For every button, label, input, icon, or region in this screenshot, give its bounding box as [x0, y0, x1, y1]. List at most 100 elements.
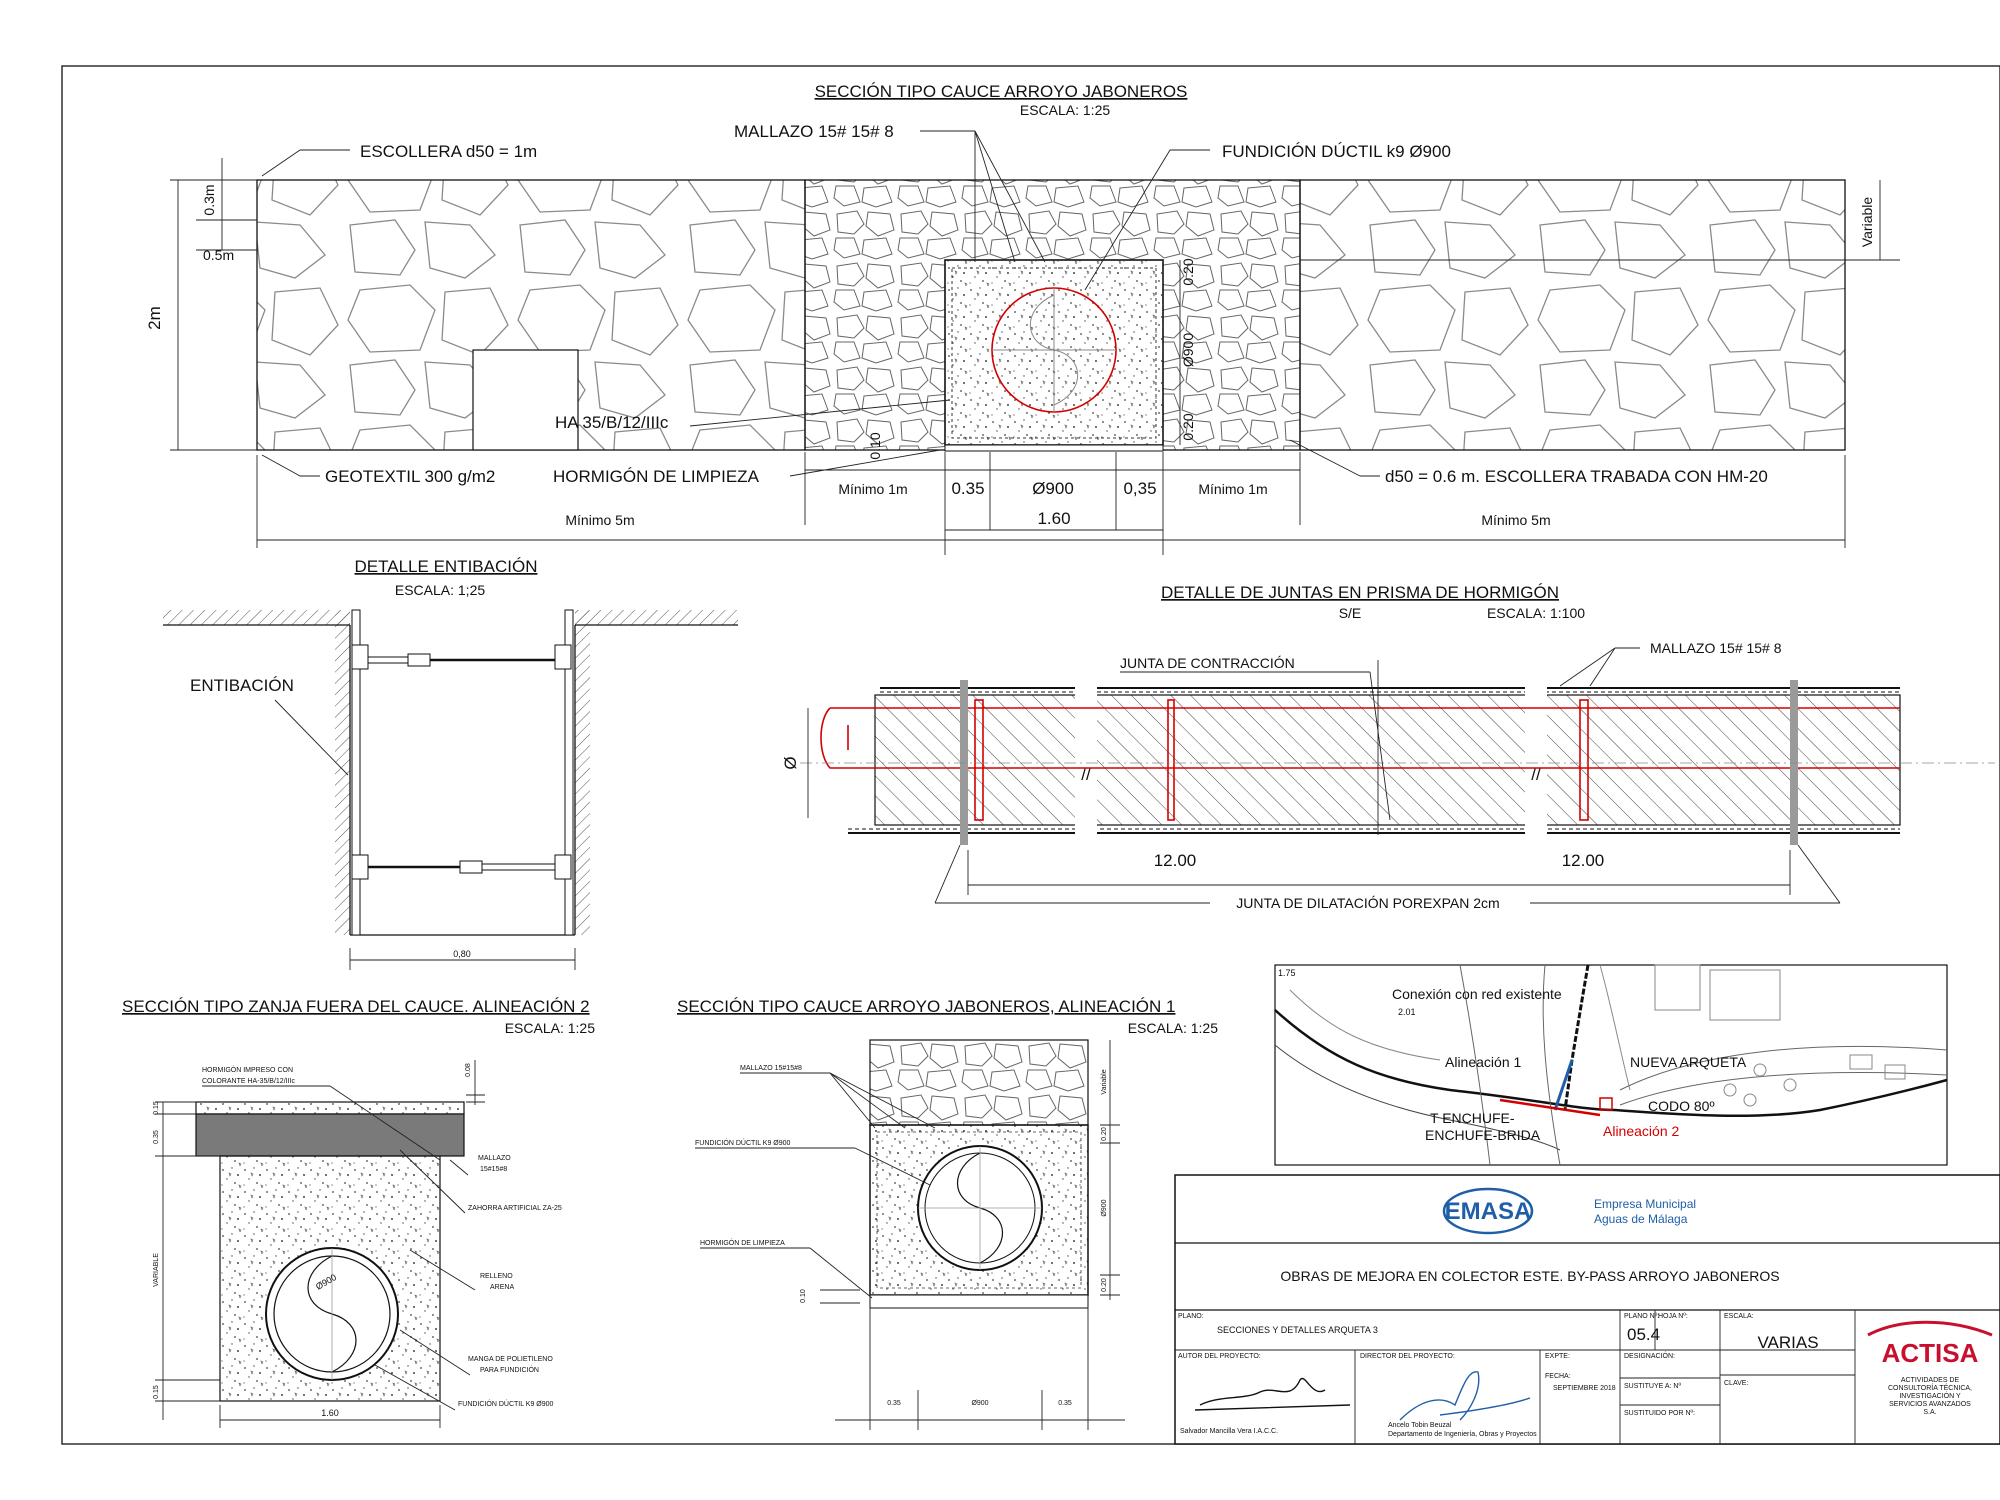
actisa-name: ACTISA [1882, 1338, 1979, 1368]
zanja-mallazo-1: MALLAZO [478, 1155, 511, 1162]
zanja-zahorra: ZAHORRA ARTIFICIAL ZA-25 [468, 1205, 562, 1212]
director-name-1: Ancelo Tobin Beuzal [1388, 1422, 1452, 1429]
map-enchufe-2: ENCHUFE-BRIDA [1425, 1127, 1541, 1143]
dim-03m: 0.3m [201, 184, 217, 215]
map-codo: CODO 80º [1648, 1098, 1715, 1114]
mallazo-label: MALLAZO 15# 15# 8 [734, 122, 894, 141]
fecha-lbl: FECHA: [1545, 1373, 1571, 1380]
alin1-fundicion: FUNDICIÓN DÚCTIL K9 Ø900 [695, 1138, 791, 1147]
zanja-d015-top: 0.15 [153, 1101, 160, 1115]
juntas-se: S/E [1339, 605, 1362, 621]
sheet-border [61, 65, 2000, 1445]
actisa-sub-3: INVESTIGACIÓN Y [1899, 1391, 1961, 1400]
alin1-d035-right: 0.35 [1058, 1400, 1072, 1407]
fecha-value: SEPTIEMBRE 2018 [1553, 1385, 1616, 1392]
dim-min5-left: Mínimo 5m [565, 512, 634, 528]
alin1-d010: 0.10 [800, 1289, 807, 1303]
zanja-manga-2: PARA FUNDICIÓN [480, 1365, 539, 1374]
zanja-hormigon-2: COLORANTE HA-35/B/12/IIIc [202, 1078, 295, 1085]
clave-lbl: CLAVE: [1724, 1380, 1748, 1387]
juntas-diam: Ø [781, 756, 800, 769]
director-name-2: Departamento de Ingeniería, Obras y Proy… [1388, 1431, 1537, 1438]
plano-number: 05.4 [1627, 1325, 1660, 1344]
dim-min5-right: Mínimo 5m [1481, 512, 1550, 528]
escollera-label: ESCOLLERA d50 = 1m [360, 142, 537, 161]
zanja-relleno-1: RELLENO [480, 1273, 513, 1280]
cauce-alin1-section: SECCIÓN TIPO CAUCE ARROYO JABONEROS, ALI… [677, 997, 1218, 1430]
emasa-logo: EMASA Empresa Municipal Aguas de Málaga [1442, 1187, 1696, 1235]
len-right: 12.00 [1562, 851, 1605, 870]
entibacion-label: ENTIBACIÓN [190, 676, 294, 695]
juntas-detail: DETALLE DE JUNTAS EN PRISMA DE HORMIGÓN … [781, 583, 1995, 911]
alin1-d900-h: Ø900 [971, 1400, 988, 1407]
main-section-title: SECCIÓN TIPO CAUCE ARROYO JABONEROS [815, 82, 1188, 101]
project-title: OBRAS DE MEJORA EN COLECTOR ESTE. BY-PAS… [1280, 1268, 1779, 1284]
plano-lbl: PLANO: [1178, 1313, 1204, 1320]
zanja-hormigon-1: HORMIGÓN IMPRESO CON [202, 1065, 293, 1074]
autor-name: Salvador Mancilla Vera I.A.C.C. [1180, 1428, 1278, 1435]
plano-n-lbl: PLANO Nº: [1624, 1313, 1659, 1320]
contraccion-label: JUNTA DE CONTRACCIÓN [1120, 655, 1295, 671]
main-section-scale: ESCALA: 1:25 [1020, 102, 1110, 118]
map-conexion: Conexión con red existente [1392, 986, 1562, 1002]
zanja-d008: 0.08 [465, 1063, 472, 1077]
zanja-d035: 0.35 [153, 1130, 160, 1144]
dim-2m: 2m [145, 306, 164, 330]
escala-value: VARIAS [1757, 1333, 1818, 1352]
main-section: SECCIÓN TIPO CAUCE ARROYO JABONEROS ESCA… [145, 82, 1900, 555]
zanja-scale: ESCALA: 1:25 [505, 1020, 595, 1036]
fundicion-label: FUNDICIÓN DÚCTIL k9 Ø900 [1222, 142, 1451, 161]
len-left: 12.00 [1154, 851, 1197, 870]
zanja-w160: 1.60 [321, 1408, 339, 1418]
dim-035-left: 0.35 [951, 479, 984, 498]
alin1-scale: ESCALA: 1:25 [1128, 1020, 1218, 1036]
zanja-mallazo-2: 15#15#8 [480, 1166, 507, 1173]
dim-035-right: 0,35 [1123, 479, 1156, 498]
zanja-title: SECCIÓN TIPO ZANJA FUERA DEL CAUCE. ALIN… [122, 997, 590, 1016]
hormigon-limpieza-label: HORMIGÓN DE LIMPIEZA [553, 467, 760, 486]
actisa-sub-2: CONSULTORÍA TÉCNICA, [1888, 1383, 1972, 1392]
escala-lbl: ESCALA: [1724, 1313, 1754, 1320]
dim-160: 1.60 [1037, 509, 1070, 528]
zanja-d015-bot: 0.15 [153, 1385, 160, 1399]
actisa-sub-5: S.A. [1923, 1409, 1936, 1416]
hoja-lbl: HOJA Nº: [1658, 1313, 1688, 1320]
alin1-variable: Variable [1101, 1069, 1108, 1094]
expte-lbl: EXPTE: [1545, 1353, 1570, 1360]
title-block: EMASA Empresa Municipal Aguas de Málaga … [1174, 1174, 2000, 1445]
juntas-mallazo: MALLAZO 15# 15# 8 [1650, 640, 1782, 656]
map-enchufe-1: T ENCHUFE- [1430, 1110, 1515, 1126]
actisa-logo: ACTISA ACTIVIDADES DE CONSULTORÍA TÉCNIC… [1867, 1320, 1993, 1416]
map-alineacion1: Alineación 1 [1445, 1054, 1521, 1070]
entibacion-dim: 0,80 [453, 949, 471, 959]
designacion-lbl: DESIGNACIÓN: [1624, 1351, 1675, 1360]
actisa-sub-4: SERVICIOS AVANZADOS [1889, 1401, 1971, 1408]
juntas-scale: ESCALA: 1:100 [1487, 605, 1585, 621]
sustituye-a: SUSTITUYE A: Nº [1624, 1383, 1681, 1390]
zanja-manga-1: MANGA DE POLIETILENO [468, 1356, 553, 1363]
variable-label: Variable [1859, 197, 1875, 248]
director-signature [1399, 1371, 1531, 1421]
emasa-line2: Aguas de Málaga [1594, 1212, 1688, 1226]
entibacion-title: DETALLE ENTIBACIÓN [355, 557, 538, 576]
plano-name: SECCIONES Y DETALLES ARQUETA 3 [1217, 1325, 1378, 1335]
dim-min1-right: Mínimo 1m [1198, 481, 1267, 497]
dim-900-v: Ø900 [1180, 333, 1196, 367]
ha-label: HA 35/B/12/IIIc [555, 413, 669, 432]
alin1-d020-top: 0.20 [1101, 1127, 1108, 1141]
dim-020-bot: 0.20 [1180, 413, 1196, 440]
dilatacion-label: JUNTA DE DILATACIÓN POREXPAN 2cm [1236, 895, 1499, 911]
d50-label: d50 = 0.6 m. ESCOLLERA TRABADA CON HM-20 [1385, 467, 1768, 486]
zanja-variable: VARIABLE [153, 1253, 160, 1287]
alin1-d900-v: Ø900 [1101, 1199, 1108, 1216]
actisa-sub-1: ACTIVIDADES DE [1901, 1377, 1960, 1384]
dim-010: 0.10 [867, 432, 883, 459]
zanja-relleno-2: ARENA [490, 1284, 514, 1291]
map-nueva-arqueta: NUEVA ARQUETA [1630, 1054, 1747, 1070]
emasa-name: EMASA [1445, 1198, 1532, 1225]
autor-signature [1194, 1377, 1351, 1411]
entibacion-scale: ESCALA: 1;25 [395, 582, 485, 598]
alin1-mallazo: MALLAZO 15#15#8 [740, 1065, 802, 1072]
dim-900-h: Ø900 [1032, 479, 1074, 498]
